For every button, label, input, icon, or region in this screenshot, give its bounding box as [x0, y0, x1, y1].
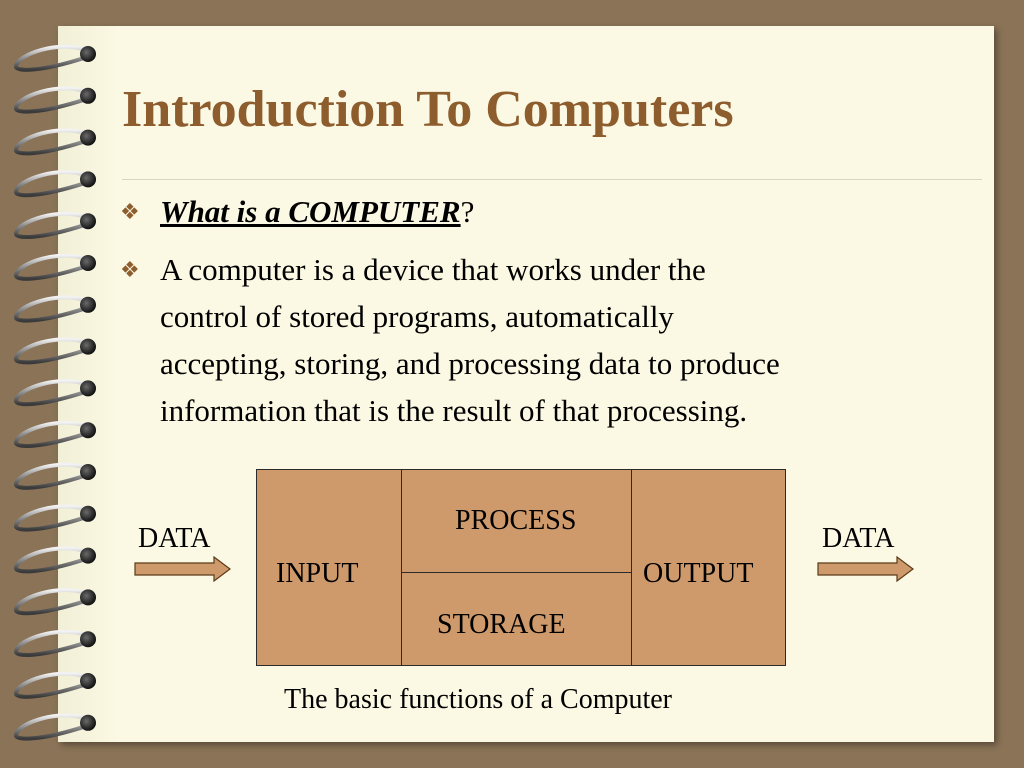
diamond-bullet-icon: ❖	[120, 199, 140, 224]
spiral-ring-icon	[14, 295, 96, 323]
diagram-caption: The basic functions of a Computer	[284, 684, 673, 715]
spiral-ring-icon	[14, 170, 96, 198]
spiral-ring-icon	[14, 253, 96, 281]
input-box-label: INPUT	[276, 558, 359, 589]
definition-line: control of stored programs, automaticall…	[160, 299, 674, 334]
storage-box-label: STORAGE	[437, 609, 566, 640]
right-arrow-icon	[134, 556, 231, 582]
spiral-ring-icon	[14, 211, 96, 239]
question-text: What is a COMPUTER	[160, 194, 461, 229]
spiral-ring-icon	[14, 420, 96, 448]
spiral-ring-icon	[14, 504, 96, 532]
computer-functions-diagram: INPUT PROCESS STORAGE OUTPUT	[256, 469, 786, 666]
question-mark: ?	[460, 194, 475, 229]
spiral-ring-icon	[14, 462, 96, 490]
definition-line: information that is the result of that p…	[160, 393, 748, 428]
spiral-ring-icon	[14, 629, 96, 657]
definition-line: accepting, storing, and processing data …	[160, 346, 780, 381]
spiral-binding	[14, 44, 96, 741]
spiral-ring-icon	[14, 86, 96, 114]
bullet-question: ❖ What is a COMPUTER?	[120, 188, 475, 235]
input-data-label: DATA	[138, 523, 211, 554]
spiral-ring-icon	[14, 44, 96, 72]
bullet-definition: ❖ A computer is a device that works unde…	[120, 246, 980, 434]
spiral-ring-icon	[14, 671, 96, 699]
definition-line: A computer is a device that works under …	[160, 252, 706, 287]
process-box: PROCESS	[401, 469, 632, 573]
spiral-ring-icon	[14, 546, 96, 574]
right-arrow-icon	[817, 556, 914, 582]
output-box-label: OUTPUT	[643, 558, 754, 589]
output-box: OUTPUT	[631, 469, 786, 666]
input-box: INPUT	[256, 469, 402, 666]
spiral-ring-icon	[14, 337, 96, 365]
process-box-label: PROCESS	[455, 505, 577, 536]
title-divider	[122, 179, 982, 180]
storage-box: STORAGE	[401, 572, 632, 666]
diamond-bullet-icon: ❖	[120, 257, 140, 282]
slide-title: Introduction To Computers	[122, 81, 734, 138]
spiral-ring-icon	[14, 379, 96, 407]
spiral-ring-icon	[14, 588, 96, 616]
output-data-label: DATA	[822, 523, 895, 554]
spiral-ring-icon	[14, 128, 96, 156]
spiral-ring-icon	[14, 713, 96, 741]
